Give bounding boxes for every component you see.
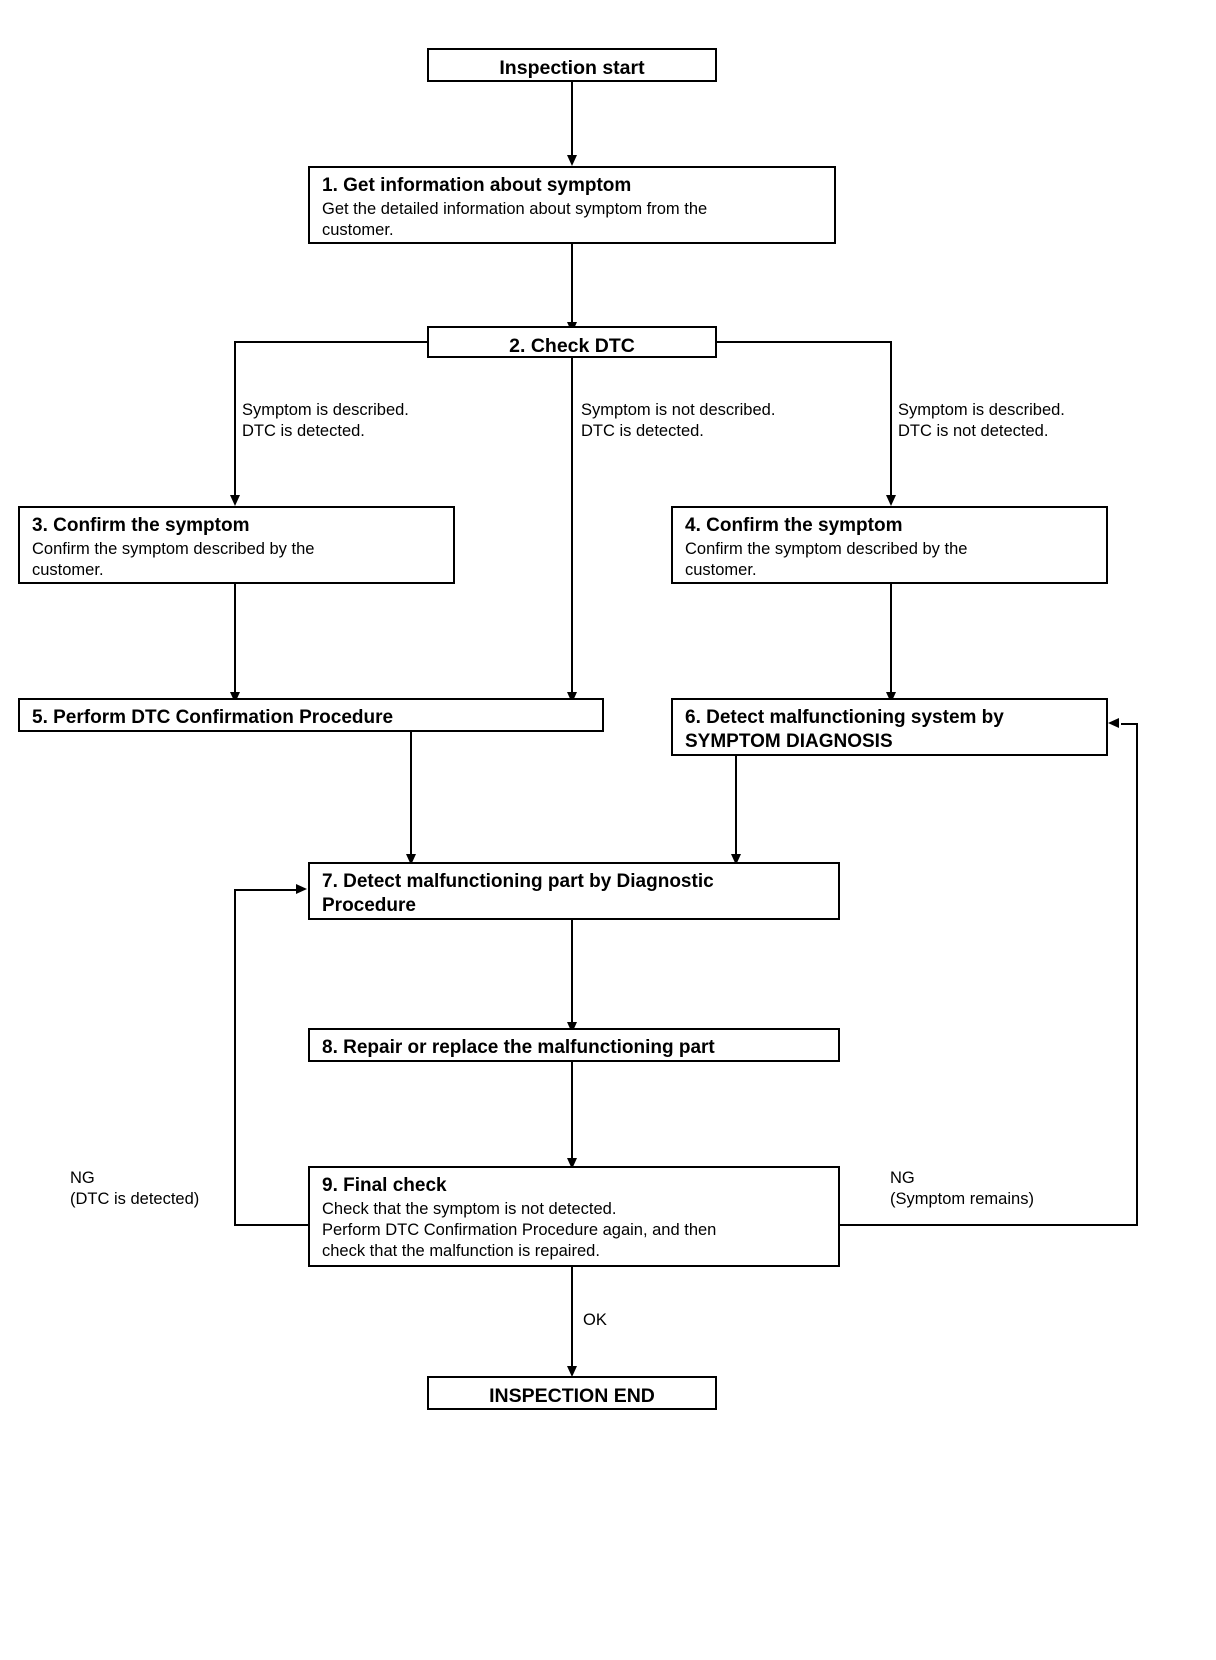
edge-ng-left-vertical xyxy=(234,890,236,1226)
edge-step8-to-step9 xyxy=(571,1062,573,1166)
arrowhead-ng-right-to-step6 xyxy=(1108,717,1119,728)
edge-branch-middle-vertical xyxy=(571,358,573,698)
edge-ng-right-horizontal-in xyxy=(1121,723,1138,725)
edge-label-ng-right: NG (Symptom remains) xyxy=(890,1169,1034,1208)
node-step9-heading: 9. Final check xyxy=(322,1175,447,1196)
node-step4-heading: 4. Confirm the symptom xyxy=(685,515,903,536)
edge-label-ok: OK xyxy=(583,1311,607,1329)
node-step2-heading: 2. Check DTC xyxy=(509,335,635,357)
arrowhead-step9-to-end xyxy=(566,1366,577,1377)
edge-step4-to-step6 xyxy=(890,584,892,700)
node-step7-heading: 7. Detect malfunctioning part by Diagnos… xyxy=(322,871,714,916)
edge-ng-left-horizontal-out xyxy=(234,1224,310,1226)
edge-branch-left-vertical xyxy=(234,341,236,501)
edge-label-branch-middle: Symptom is not described. DTC is detecte… xyxy=(581,401,776,440)
edge-label-branch-right: Symptom is described. DTC is not detecte… xyxy=(898,401,1065,440)
node-step4-body: Confirm the symptom described by the cus… xyxy=(685,540,968,579)
node-step3-heading: 3. Confirm the symptom xyxy=(32,515,250,536)
node-step9[interactable]: 9. Final check Check that the symptom is… xyxy=(308,1166,840,1267)
arrowhead-start-to-step1 xyxy=(566,155,577,166)
arrowhead-branch-middle xyxy=(566,692,577,703)
node-inspection-start-label: Inspection start xyxy=(499,57,645,79)
edge-step7-to-step8 xyxy=(571,920,573,1030)
node-step6[interactable]: 6. Detect malfunctioning system by SYMPT… xyxy=(671,698,1108,756)
node-step2[interactable]: 2. Check DTC xyxy=(427,326,717,358)
node-step7[interactable]: 7. Detect malfunctioning part by Diagnos… xyxy=(308,862,840,920)
node-step8[interactable]: 8. Repair or replace the malfunctioning … xyxy=(308,1028,840,1062)
edge-ng-left-horizontal-in xyxy=(234,889,297,891)
node-step4[interactable]: 4. Confirm the symptom Confirm the sympt… xyxy=(671,506,1108,584)
arrowhead-step3-to-step5 xyxy=(229,692,240,703)
edge-label-branch-left: Symptom is described. DTC is detected. xyxy=(242,401,409,440)
node-inspection-end[interactable]: INSPECTION END xyxy=(427,1376,717,1410)
arrowhead-step7-to-step8 xyxy=(566,1022,577,1033)
edge-step3-to-step5 xyxy=(234,584,236,700)
edge-step6-to-step7 xyxy=(735,756,737,862)
node-step3-body: Confirm the symptom described by the cus… xyxy=(32,540,315,579)
node-step3[interactable]: 3. Confirm the symptom Confirm the sympt… xyxy=(18,506,455,584)
node-step5-heading: 5. Perform DTC Confirmation Procedure xyxy=(32,707,394,728)
edge-ng-right-horizontal-out xyxy=(840,1224,1138,1226)
edge-ng-right-vertical xyxy=(1136,724,1138,1226)
node-step8-heading: 8. Repair or replace the malfunctioning … xyxy=(322,1037,715,1058)
node-step5[interactable]: 5. Perform DTC Confirmation Procedure xyxy=(18,698,604,732)
edge-label-ng-left: NG (DTC is detected) xyxy=(70,1169,200,1208)
edge-step1-to-step2 xyxy=(571,244,573,324)
edge-step2-branch-bus-left xyxy=(234,341,429,343)
arrowhead-step4-to-step6 xyxy=(885,692,896,703)
edge-start-to-step1 xyxy=(571,82,573,157)
arrowhead-ng-left-to-step7 xyxy=(296,883,307,894)
node-step6-heading: 6. Detect malfunctioning system by SYMPT… xyxy=(685,707,1004,752)
edge-branch-right-vertical xyxy=(890,341,892,501)
node-step1[interactable]: 1. Get information about symptom Get the… xyxy=(308,166,836,244)
arrowhead-step5-to-step7 xyxy=(405,854,416,865)
arrowhead-step6-to-step7 xyxy=(730,854,741,865)
node-step1-body: Get the detailed information about sympt… xyxy=(322,200,708,239)
node-step1-heading: 1. Get information about symptom xyxy=(322,175,632,196)
edge-step5-to-step7 xyxy=(410,732,412,862)
edge-step9-to-end xyxy=(571,1267,573,1375)
node-step9-body: Check that the symptom is not detected. … xyxy=(322,1200,717,1260)
arrowhead-step8-to-step9 xyxy=(566,1158,577,1169)
arrowhead-branch-left xyxy=(229,495,240,506)
arrowhead-branch-right xyxy=(885,495,896,506)
edge-step2-branch-bus-right xyxy=(715,341,892,343)
node-inspection-start[interactable]: Inspection start xyxy=(427,48,717,82)
node-inspection-end-label: INSPECTION END xyxy=(489,1385,655,1407)
